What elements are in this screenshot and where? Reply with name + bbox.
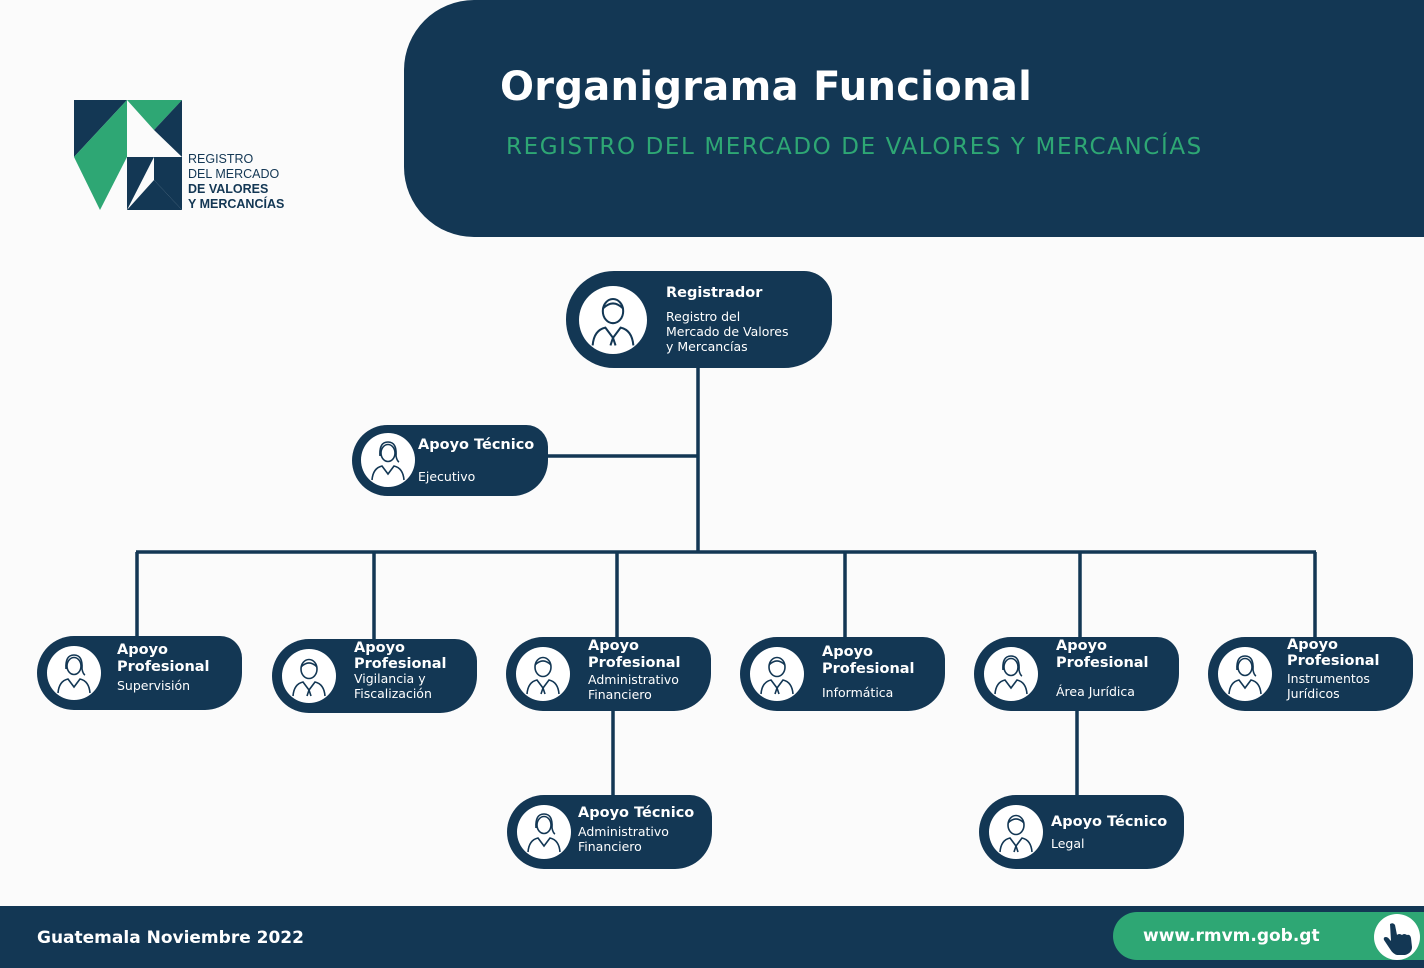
vigilancia-sub-1: Vigilancia y xyxy=(354,671,426,686)
administrativo-title-2: Profesional xyxy=(588,655,681,671)
node-informatica[interactable]: Apoyo Profesional Informática xyxy=(740,637,945,711)
tecnico-admin-sub-1: Administrativo xyxy=(578,824,669,839)
man-icon xyxy=(579,286,647,354)
node-administrativo[interactable]: Apoyo Profesional Administrativo Financi… xyxy=(506,637,711,711)
page-title: Organigrama Funcional xyxy=(500,64,1033,110)
tecnico-legal-title: Apoyo Técnico xyxy=(1051,814,1168,830)
footer: Guatemala Noviembre 2022 www.rmvm.gob.gt xyxy=(0,906,1424,968)
page-subtitle: REGISTRO DEL MERCADO DE VALORES Y MERCAN… xyxy=(506,134,1203,160)
ejecutivo-sub: Ejecutivo xyxy=(418,469,476,484)
logo-line-3: DE VALORES xyxy=(188,182,269,196)
woman-icon xyxy=(361,433,415,487)
man-icon xyxy=(750,647,804,701)
supervision-title-2: Profesional xyxy=(117,659,210,675)
tecnico-admin-title: Apoyo Técnico xyxy=(578,805,695,821)
header-banner: Organigrama Funcional REGISTRO DEL MERCA… xyxy=(404,0,1424,237)
administrativo-sub-1: Administrativo xyxy=(588,672,679,687)
administrativo-sub-2: Financiero xyxy=(588,687,652,702)
footer-date: Guatemala Noviembre 2022 xyxy=(37,928,304,948)
registrador-sub-3: y Mercancías xyxy=(666,339,748,354)
node-instrumentos[interactable]: Apoyo Profesional Instrumentos Jurídicos xyxy=(1208,637,1413,711)
registrador-sub-1: Registro del xyxy=(666,309,741,324)
woman-icon xyxy=(47,646,101,700)
juridica-sub-1: Área Jurídica xyxy=(1056,684,1135,699)
logo-text: REGISTRO DEL MERCADO DE VALORES Y MERCAN… xyxy=(188,152,284,212)
man-icon xyxy=(516,647,570,701)
supervision-title-1: Apoyo xyxy=(117,642,168,658)
woman-icon xyxy=(984,647,1038,701)
tecnico-admin-sub-2: Financiero xyxy=(578,839,642,854)
vigilancia-title-1: Apoyo xyxy=(354,640,405,656)
woman-icon xyxy=(1218,647,1272,701)
node-apoyo-tecnico-ejecutivo[interactable]: Apoyo Técnico Ejecutivo xyxy=(352,425,548,496)
administrativo-title-1: Apoyo xyxy=(588,638,639,654)
node-tecnico-admin[interactable]: Apoyo Técnico Administrativo Financiero xyxy=(507,795,712,869)
website-link[interactable]: www.rmvm.gob.gt xyxy=(1113,912,1424,960)
instrumentos-title-2: Profesional xyxy=(1287,653,1380,669)
logo-line-4: Y MERCANCÍAS xyxy=(188,197,285,211)
node-vigilancia[interactable]: Apoyo Profesional Vigilancia y Fiscaliza… xyxy=(272,639,477,713)
instrumentos-sub-2: Jurídicos xyxy=(1287,686,1340,701)
supervision-sub-1: Supervisión xyxy=(117,678,191,693)
man-icon xyxy=(989,805,1043,859)
juridica-title-2: Profesional xyxy=(1056,655,1149,671)
instrumentos-title-1: Apoyo xyxy=(1287,637,1338,653)
registrador-title: Registrador xyxy=(666,285,763,301)
node-juridica[interactable]: Apoyo Profesional Área Jurídica xyxy=(974,637,1179,711)
vigilancia-sub-2: Fiscalización xyxy=(354,686,432,701)
website-text[interactable]: www.rmvm.gob.gt xyxy=(1143,926,1320,946)
tecnico-legal-sub-1: Legal xyxy=(1051,836,1085,851)
instrumentos-sub-1: Instrumentos xyxy=(1287,671,1370,686)
ejecutivo-title: Apoyo Técnico xyxy=(418,437,535,453)
informatica-title-1: Apoyo xyxy=(822,644,873,660)
node-supervision[interactable]: Apoyo Profesional Supervisión xyxy=(37,636,242,710)
registrador-sub-2: Mercado de Valores xyxy=(666,324,789,339)
logo-line-1: REGISTRO xyxy=(188,152,254,166)
juridica-title-1: Apoyo xyxy=(1056,638,1107,654)
informatica-sub-1: Informática xyxy=(822,685,894,700)
man-icon xyxy=(282,649,336,703)
node-tecnico-legal[interactable]: Apoyo Técnico Legal xyxy=(979,795,1184,869)
hand-pointer-icon xyxy=(1374,914,1420,960)
woman-icon xyxy=(517,805,571,859)
node-registrador[interactable]: Registrador Registro del Mercado de Valo… xyxy=(566,271,832,368)
vigilancia-title-2: Profesional xyxy=(354,656,447,672)
rmvm-logo: REGISTRO DEL MERCADO DE VALORES Y MERCAN… xyxy=(72,100,302,215)
informatica-title-2: Profesional xyxy=(822,661,915,677)
logo-line-2: DEL MERCADO xyxy=(188,167,280,181)
logo-mark-icon xyxy=(74,100,182,210)
